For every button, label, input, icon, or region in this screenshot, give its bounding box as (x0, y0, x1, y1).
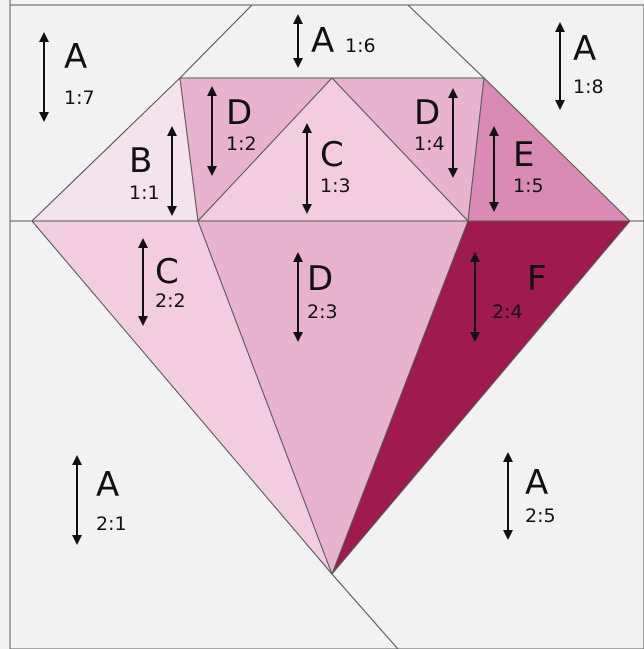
piece-letter: A (525, 463, 548, 503)
grain-arrow-down-icon (39, 112, 49, 122)
piece-letter: D (307, 259, 333, 299)
label-group-2-4: F2:4 (470, 252, 547, 342)
grain-arrow-up-icon (138, 238, 148, 248)
piece-code: 2:3 (307, 301, 338, 323)
grain-arrow-up-icon (72, 455, 82, 465)
label-group-1-4: D1:4 (414, 88, 458, 178)
piece-code: 2:1 (96, 513, 127, 535)
piece-letter: D (226, 93, 252, 133)
grain-arrow-up-icon (470, 252, 480, 262)
piece-letter: B (129, 141, 152, 181)
label-group-1-8: A 1:8 (555, 22, 604, 110)
piece-letter: C (320, 135, 344, 175)
grain-arrow-up-icon (207, 86, 217, 96)
grain-arrow-down-icon (448, 168, 458, 178)
piece-code: 2:2 (155, 290, 186, 312)
label-group-1-7: A 1:7 (39, 32, 95, 122)
piece-letter: E (513, 135, 534, 175)
grain-arrow-down-icon (293, 332, 303, 342)
label-group-2-2: C2:2 (138, 238, 186, 326)
grain-arrow-down-icon (167, 206, 177, 216)
grain-arrow-down-icon (207, 166, 217, 176)
piece-code: 1:7 (64, 87, 95, 109)
piece-code: 2:5 (525, 505, 556, 527)
piece-code: 1:5 (513, 175, 544, 197)
grain-arrow-up-icon (489, 126, 499, 136)
grain-arrow-down-icon (138, 316, 148, 326)
piece-code: 1:6 (345, 35, 376, 57)
piece-letter: F (527, 259, 547, 299)
grain-arrow-down-icon (72, 535, 82, 545)
piece-letter: A (64, 37, 87, 77)
grain-arrow-up-icon (555, 22, 565, 32)
piece-letter: D (414, 93, 440, 133)
label-group-1-6: A 1:6 (293, 14, 376, 68)
grain-arrow-up-icon (302, 123, 312, 133)
grain-arrow-up-icon (448, 88, 458, 98)
grain-arrow-down-icon (489, 202, 499, 212)
grain-arrow-up-icon (503, 452, 513, 462)
piece-code: 1:1 (129, 182, 160, 204)
grain-arrow-up-icon (293, 252, 303, 262)
piece-code: 1:4 (414, 133, 445, 155)
piece-code: 1:2 (226, 133, 257, 155)
piece-code: 2:4 (492, 301, 523, 323)
grain-arrow-down-icon (503, 530, 513, 540)
label-group-1-1: B1:1 (129, 126, 177, 216)
grain-arrow-up-icon (39, 32, 49, 42)
label-group-2-1: A 2:1 (72, 455, 127, 545)
label-group-2-3: D2:3 (293, 252, 338, 342)
grain-arrow-down-icon (293, 58, 303, 68)
label-group-1-5: E1:5 (489, 126, 544, 212)
grain-arrow-down-icon (555, 100, 565, 110)
piece-letter: A (96, 465, 119, 505)
label-group-2-5: A2:5 (503, 452, 556, 540)
piece-letter: C (155, 252, 179, 292)
seam-lines (9, 0, 644, 649)
piece-letter: A (573, 29, 596, 69)
grain-arrow-up-icon (293, 14, 303, 24)
label-group-1-2: D1:2 (207, 86, 257, 176)
label-group-1-3: C1:3 (302, 123, 351, 214)
piece-code: 1:3 (320, 175, 351, 197)
grain-arrow-down-icon (470, 332, 480, 342)
piece-code: 1:8 (573, 76, 604, 98)
grain-arrow-down-icon (302, 204, 312, 214)
grain-arrow-up-icon (167, 126, 177, 136)
piece-letter: A (311, 21, 334, 61)
